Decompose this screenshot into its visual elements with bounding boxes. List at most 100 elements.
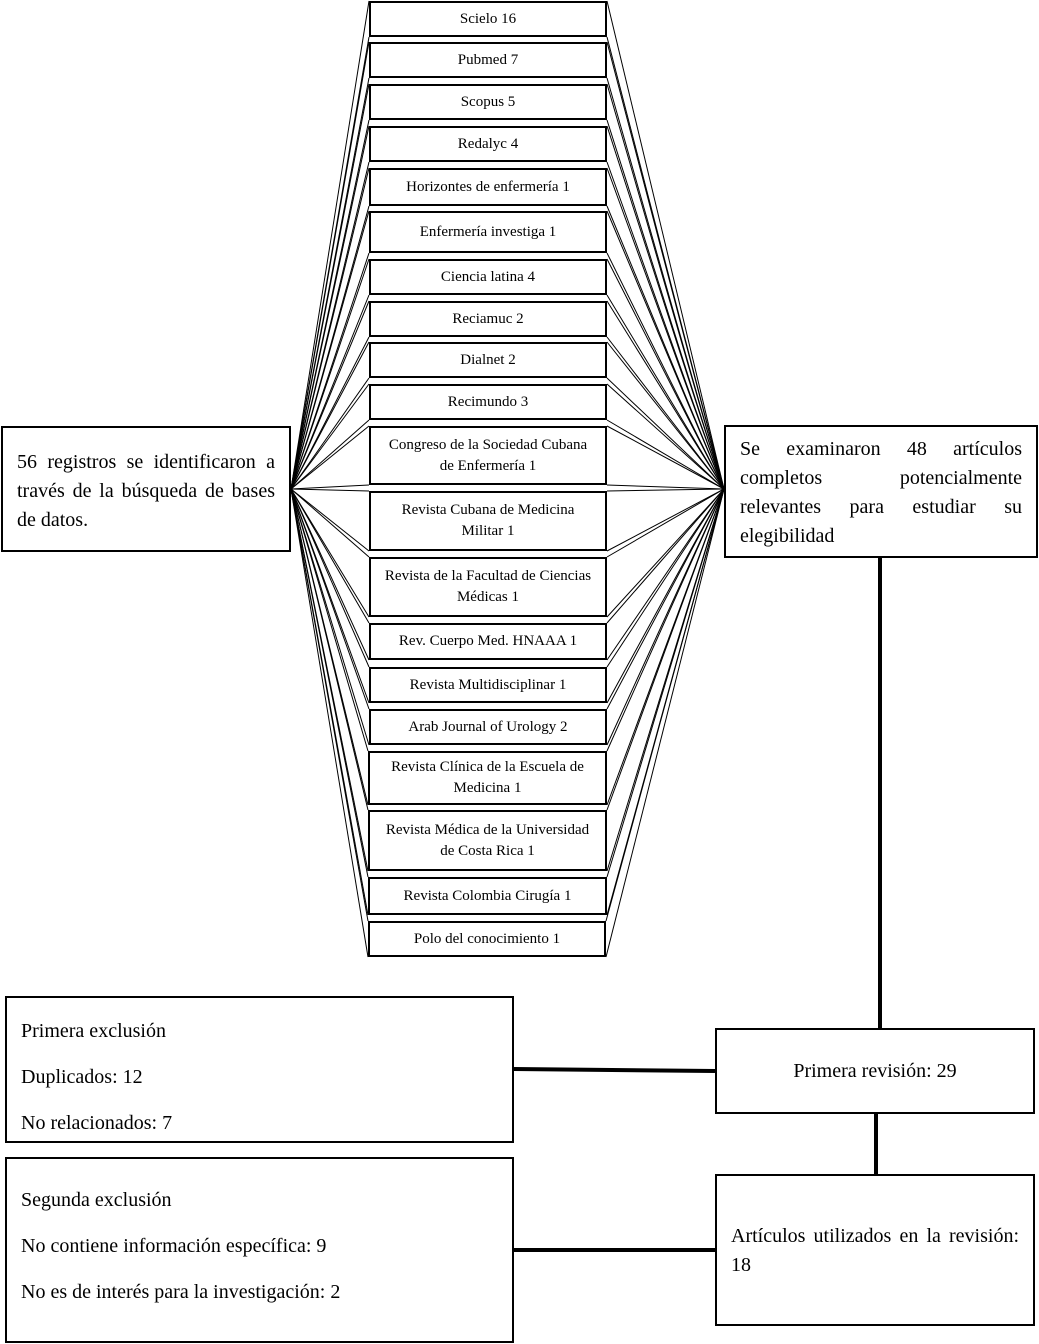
fan-line-right	[606, 383, 725, 490]
identified-box: 56 registros se identificaron a través d…	[1, 426, 291, 552]
source-box: Revista Cubana de Medicina Militar 1	[369, 491, 607, 551]
exclusion-connector-first	[513, 1067, 716, 1073]
source-label: Revista Multidisciplinar 1	[409, 676, 567, 693]
fan-line-left	[290, 484, 370, 490]
used-articles-box: Artículos utilizados en la revisión: 18	[715, 1174, 1035, 1326]
source-box: Enfermería investiga 1	[369, 211, 607, 253]
source-label: Recimundo 3	[447, 393, 529, 410]
fan-line-left	[290, 258, 370, 490]
fan-line-left	[290, 488, 369, 878]
source-box: Pubmed 7	[369, 42, 607, 78]
source-label: Scielo 16	[459, 10, 517, 27]
no-specific-info-text: No contiene información específica: 9	[21, 1235, 327, 1257]
source-box: Scielo 16	[369, 1, 607, 37]
fan-line-right	[606, 336, 725, 490]
source-label: Revista Clínica de la Escuela de Medicin…	[391, 759, 584, 796]
fan-line-left	[290, 488, 370, 710]
source-box: Revista Colombia Cirugía 1	[368, 877, 607, 915]
fan-line-right	[606, 488, 725, 558]
fan-line-right	[606, 488, 725, 668]
fan-line-left	[290, 488, 370, 558]
second-exclusion-box: Segunda exclusión No contiene informació…	[5, 1157, 514, 1343]
examined-text: Se examinaron 48 artículos completos pot…	[740, 438, 1022, 547]
unrelated-text: No relacionados: 7	[21, 1112, 173, 1134]
source-label: Enfermería investiga 1	[419, 223, 557, 240]
fan-line-right	[606, 488, 725, 624]
source-box: Recimundo 3	[369, 384, 607, 420]
first-exclusion-title: Primera exclusión	[21, 1020, 166, 1042]
fan-line-right	[606, 484, 725, 490]
used-articles-text: Artículos utilizados en la revisión: 18	[731, 1225, 1019, 1276]
source-label: Reciamuc 2	[452, 310, 524, 327]
fan-line-right	[606, 0, 725, 490]
fan-line-right	[606, 488, 725, 811]
source-label: Scopus 5	[460, 93, 516, 110]
source-box: Revista Clínica de la Escuela de Medicin…	[368, 751, 607, 805]
fan-line-left	[290, 488, 370, 492]
source-box: Reciamuc 2	[369, 301, 607, 337]
fan-line-right	[606, 167, 725, 490]
source-box: Revista Multidisciplinar 1	[369, 667, 607, 703]
fan-line-left	[290, 425, 370, 490]
source-box: Arab Journal of Urology 2	[369, 709, 607, 745]
fan-line-right	[606, 425, 725, 490]
fan-line-right	[606, 488, 725, 492]
source-box: Revista de la Facultad de Ciencias Médic…	[369, 557, 607, 617]
second-exclusion-title: Segunda exclusión	[21, 1189, 172, 1211]
identified-text: 56 registros se identificaron a través d…	[17, 451, 275, 531]
source-label: Pubmed 7	[457, 51, 519, 68]
fan-line-left	[290, 419, 370, 490]
fan-line-right	[606, 83, 725, 490]
fan-line-right	[606, 125, 725, 490]
fan-line-right	[605, 488, 725, 958]
fan-line-left	[290, 341, 370, 490]
fan-line-right	[606, 488, 725, 618]
source-label: Revista Colombia Cirugía 1	[403, 887, 572, 904]
fan-line-right	[606, 300, 725, 490]
fan-line-left	[290, 41, 370, 490]
source-label: Redalyc 4	[457, 135, 519, 152]
source-box: Dialnet 2	[369, 342, 607, 378]
first-exclusion-box: Primera exclusión Duplicados: 12 No rela…	[5, 996, 514, 1143]
source-label: Congreso de la Sociedad Cubana de Enferm…	[388, 436, 588, 474]
fan-line-right	[606, 210, 725, 490]
fan-line-right	[606, 488, 725, 878]
fan-line-right	[606, 41, 725, 490]
source-box: Congreso de la Sociedad Cubana de Enferm…	[369, 426, 607, 485]
fan-line-right	[606, 341, 725, 490]
source-label: Revista de la Facultad de Ciencias Médic…	[384, 568, 592, 605]
source-label: Polo del conocimiento 1	[413, 930, 561, 947]
fan-line-left	[290, 300, 370, 490]
fan-line-left	[290, 488, 369, 958]
source-box: Rev. Cuerpo Med. HNAAA 1	[369, 623, 607, 660]
not-of-interest-text: No es de interés para la investigación: …	[21, 1281, 341, 1303]
fan-line-left	[290, 488, 370, 618]
duplicates-text: Duplicados: 12	[21, 1066, 143, 1088]
source-label: Arab Journal of Urology 2	[408, 718, 568, 735]
fan-line-right	[606, 419, 725, 490]
source-label: Revista Cubana de Medicina Militar 1	[401, 502, 575, 539]
fan-line-left	[290, 488, 369, 922]
fan-line-left	[290, 488, 370, 668]
fan-line-right	[606, 377, 725, 490]
fan-line-left	[290, 488, 370, 624]
examined-box: Se examinaron 48 artículos completos pot…	[724, 425, 1038, 558]
fan-line-right	[606, 294, 725, 490]
source-label: Horizontes de enfermería 1	[406, 178, 570, 195]
source-label: Rev. Cuerpo Med. HNAAA 1	[398, 633, 578, 649]
fan-line-right	[606, 488, 725, 552]
fan-line-left	[290, 383, 370, 490]
fan-line-left	[290, 83, 370, 490]
source-label: Ciencia latina 4	[440, 268, 536, 285]
fan-line-right	[605, 488, 725, 922]
fan-line-right	[606, 258, 725, 490]
fan-line-left	[290, 210, 370, 490]
first-review-box: Primera revisión: 29	[715, 1028, 1035, 1114]
source-label: Dialnet 2	[460, 351, 516, 368]
source-label: Revista Médica de la Universidad de Cost…	[385, 821, 590, 859]
first-review-text: Primera revisión: 29	[793, 1059, 957, 1082]
fan-line-left	[290, 167, 370, 490]
fan-line-right	[606, 488, 725, 661]
